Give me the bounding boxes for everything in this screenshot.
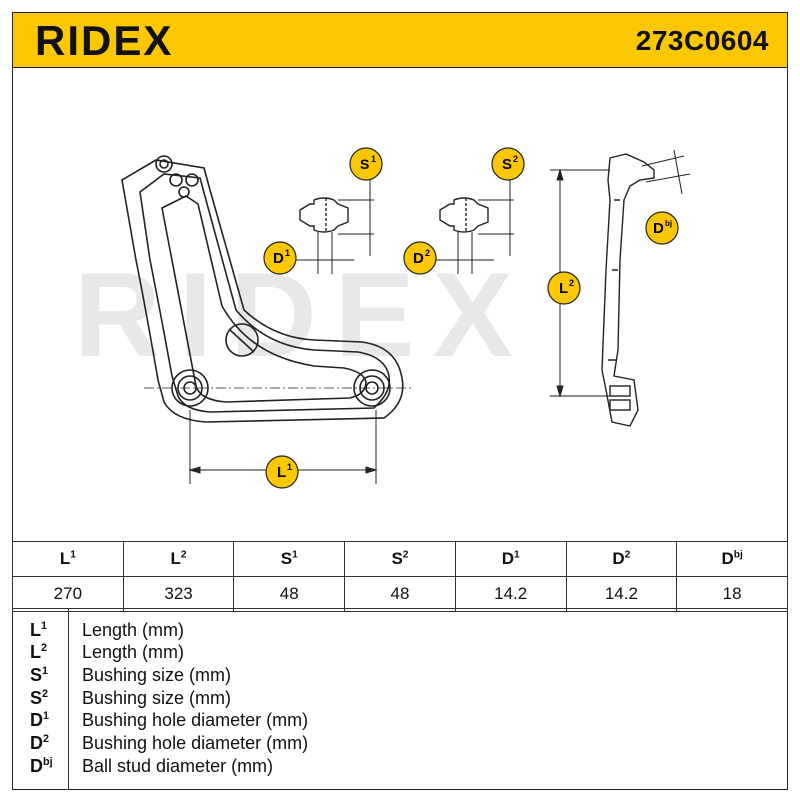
legend-code: S2	[30, 688, 49, 708]
label-l1-circle	[265, 455, 299, 489]
legend-code: L1	[30, 620, 48, 640]
s2-dimension	[478, 180, 514, 256]
technical-drawing: RIDEX	[74, 147, 691, 489]
dimensions-header-row: L1 L2 S1 S2 D1 D2 Dbj	[12, 541, 788, 577]
watermark-text: RIDEX	[74, 248, 531, 382]
logo-text: RIDEX	[35, 19, 173, 63]
label-d2-sup: 2	[425, 248, 430, 258]
label-l2: L 2	[547, 271, 581, 305]
dim-value-dbj: 18	[676, 576, 788, 612]
label-d1-base: D	[273, 250, 284, 267]
legend-code: D1	[30, 710, 50, 730]
legend-desc: Length (mm)	[82, 642, 185, 662]
part-number: 273C0604	[635, 25, 769, 56]
legend-row-dbj: Dbj Ball stud diameter (mm)	[12, 755, 788, 777]
label-l1-base: L	[277, 464, 286, 481]
legend-row-s2: S2 Bushing size (mm)	[12, 687, 788, 709]
dim-header-l1: L1	[12, 541, 124, 577]
dim-value-s2: 48	[344, 576, 456, 612]
legend-divider	[68, 609, 69, 789]
legend-desc: Bushing size (mm)	[82, 665, 232, 685]
legend-code: L2	[30, 642, 48, 662]
dim-header-s1: S1	[233, 541, 346, 577]
dim-value-s1: 48	[233, 576, 346, 612]
label-s1-sup: 1	[371, 154, 376, 164]
l1-dimension	[188, 410, 378, 484]
dim-value-l2: 323	[122, 576, 235, 612]
dim-header-s2: S2	[344, 541, 456, 577]
label-l1: L 1	[265, 455, 299, 489]
label-d1-circle	[263, 241, 297, 275]
d2-dimension	[436, 232, 494, 274]
legend-desc: Bushing hole diameter (mm)	[82, 710, 309, 730]
label-s2: S 2	[491, 147, 525, 181]
label-s1: S 1	[349, 147, 383, 181]
legend-code: S1	[30, 665, 49, 685]
label-d2-circle	[403, 241, 437, 275]
dimensions-value-row: 270 323 48 48 14.2 14.2 18	[12, 576, 788, 612]
bushing-1-drawing	[299, 197, 349, 233]
legend-row-d2: D2 Bushing hole diameter (mm)	[12, 732, 788, 754]
label-l2-base: L	[559, 280, 568, 297]
label-dbj-base: D	[653, 220, 664, 237]
label-l1-sup: 1	[287, 462, 292, 472]
arm-side-view-drawing	[601, 153, 655, 427]
legend-code: D2	[30, 733, 50, 753]
legend-desc: Length (mm)	[82, 620, 185, 640]
bushing-2-drawing	[439, 197, 489, 233]
legend-row-l2: L2 Length (mm)	[12, 641, 788, 663]
legend-row-l1: L1 Length (mm)	[12, 619, 788, 641]
dim-header-l2: L2	[122, 541, 235, 577]
label-dbj-sup: bj	[665, 219, 672, 228]
label-l2-sup: 2	[569, 278, 574, 288]
header-bar: RIDEX 273C0604	[12, 12, 788, 68]
control-arm-drawing	[121, 155, 404, 423]
s1-dimension	[338, 180, 374, 256]
label-s2-circle	[491, 147, 525, 181]
dimensions-table: L1 L2 S1 S2 D1 D2 Dbj 270 323 48 48 14.2…	[12, 541, 788, 612]
ridex-logo: RIDEX	[35, 19, 173, 63]
dbj-dimension	[641, 149, 691, 195]
dim-header-dbj: Dbj	[676, 541, 788, 577]
legend-row-d1: D1 Bushing hole diameter (mm)	[12, 709, 788, 731]
dim-header-d1: D1	[454, 541, 567, 577]
legend-desc: Bushing size (mm)	[82, 688, 232, 708]
legend: L1 Length (mm) L2 Length (mm) S1 Bushing…	[12, 608, 788, 789]
label-d1: D 1	[263, 241, 297, 275]
label-d1-sup: 1	[285, 248, 290, 258]
label-s1-circle	[349, 147, 383, 181]
label-d2-base: D	[413, 250, 424, 267]
label-s1-base: S	[360, 156, 369, 172]
label-dbj: D bj	[645, 211, 679, 245]
legend-desc: Bushing hole diameter (mm)	[82, 733, 309, 753]
d1-dimension	[296, 232, 354, 274]
label-l2-circle	[547, 271, 581, 305]
legend-code: Dbj	[30, 756, 53, 776]
legend-row-s1: S1 Bushing size (mm)	[12, 664, 788, 686]
label-s2-sup: 2	[513, 154, 518, 164]
label-d2: D 2	[403, 241, 437, 275]
dim-value-d1: 14.2	[454, 576, 567, 612]
dim-value-l1: 270	[12, 576, 124, 612]
dim-header-d2: D2	[565, 541, 678, 577]
legend-desc: Ball stud diameter (mm)	[82, 756, 274, 776]
dim-value-d2: 14.2	[565, 576, 678, 612]
label-dbj-circle	[645, 211, 679, 245]
label-s2-base: S	[502, 156, 512, 173]
